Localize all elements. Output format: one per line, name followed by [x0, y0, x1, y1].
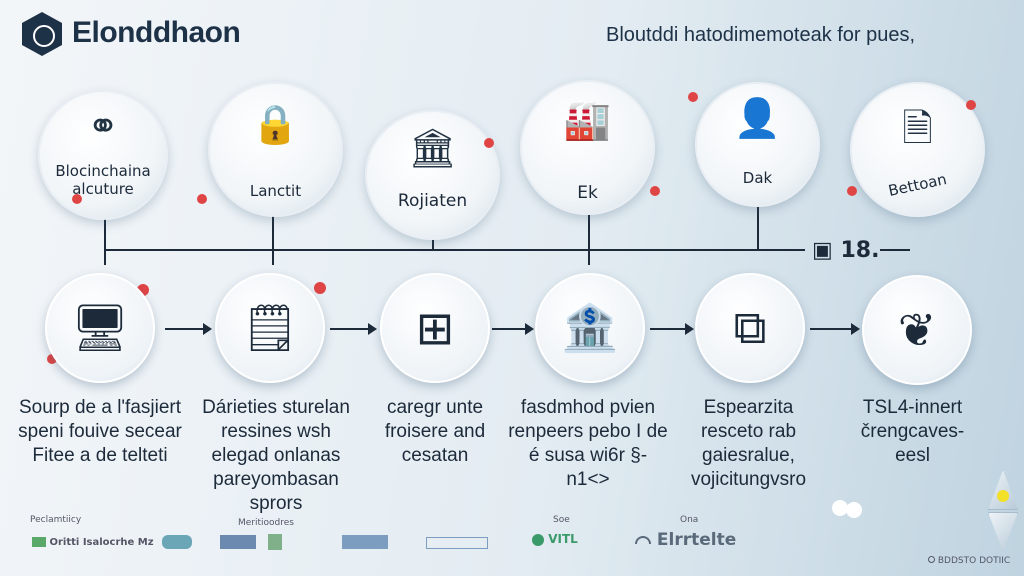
partner-name: Oritti Isalocrhe Mz — [49, 537, 154, 548]
top-node-label: Dak — [742, 169, 773, 187]
step-description: Sourp de a l'fasjiert speni fouive secea… — [18, 397, 182, 466]
partner-logo-badge — [635, 536, 651, 544]
step-description: caregr unte froisere and cesatan — [384, 397, 486, 466]
step-circle-3[interactable]: ⊞ — [380, 273, 490, 383]
partner-logo — [342, 535, 388, 549]
connector-line — [104, 215, 106, 265]
connector-line — [272, 210, 274, 265]
partner-logo: Oritti Isalocrhe Mz — [32, 537, 154, 548]
link-icon: ⚭ — [87, 104, 119, 148]
brand-logo-icon — [22, 12, 62, 56]
plus-icon: ⊞ — [415, 301, 455, 355]
arrow-right — [650, 323, 694, 335]
top-node-label: Ek — [577, 183, 598, 203]
step-description: Espearzita resceto rab gaiesralue, vojic… — [690, 397, 807, 490]
coin-icon — [966, 100, 976, 110]
top-node-lanctit[interactable]: 🔒 Lanctit — [208, 82, 343, 217]
gem-icon — [997, 490, 1009, 502]
step-description: Dárieties sturelan ressines wsh elegad o… — [202, 397, 350, 514]
connector-line — [432, 232, 434, 250]
footer-label: Peclamtiicy — [30, 515, 82, 525]
coin-icon — [650, 186, 660, 196]
footer-label: Ona — [680, 515, 699, 525]
tagline: Bloutddi hatodimemoteak for pues, — [606, 24, 916, 46]
lock-icon: 🔒 — [251, 102, 300, 146]
step-circle-2[interactable]: 🗒 — [215, 273, 325, 383]
computer-icon: 🖥 — [70, 300, 130, 355]
building-icon: 🏛 — [408, 126, 457, 170]
top-node-label: Lanctit — [249, 182, 302, 200]
documents-icon: 🗎 — [902, 106, 933, 150]
crystal-icon — [988, 512, 1018, 552]
coin-icon — [314, 282, 326, 294]
partner-name: BDDSTO DOTIIC — [937, 556, 1011, 566]
coin-icon — [47, 354, 57, 364]
top-node-bettoan[interactable]: 🗎 Bettoan — [850, 82, 985, 217]
step-circle-4[interactable]: 🏦 — [535, 273, 645, 383]
arrow-right — [330, 323, 377, 335]
counter-value: 18. — [840, 238, 880, 263]
bank-icon: 🏦 — [561, 300, 619, 355]
person-icon: 👤 — [733, 96, 782, 140]
step-circle-1[interactable]: 🖥 — [45, 273, 155, 383]
coin-icon — [72, 194, 82, 204]
partner-name: Elrrtelte — [656, 530, 737, 550]
connector-line — [757, 200, 759, 250]
partner-logo: VITL — [532, 532, 578, 546]
coin-icon — [484, 138, 494, 148]
top-node-label: Blocinchaina alcuture — [55, 162, 151, 198]
brand-name: Elonddhaon — [72, 16, 241, 49]
factory-icon: 🏭 — [563, 98, 612, 142]
coin-icon — [197, 194, 207, 204]
top-node-rojiaten[interactable]: 🏛 Rojiaten — [365, 110, 500, 240]
arrow-right — [492, 323, 534, 335]
partner-logo-badge — [532, 533, 544, 546]
partner-logo: Elrrtelte — [635, 530, 736, 550]
partner-logo-badge — [32, 537, 46, 547]
step-description: fasdmhod pvien renpeers pebo I de é susa… — [508, 397, 668, 490]
partner-logo — [426, 537, 488, 549]
connector-line — [880, 249, 910, 251]
footer-label: Meritioodres — [238, 518, 294, 528]
coin-icon — [688, 92, 698, 102]
footer-label: Soe — [553, 515, 570, 525]
flower-icon — [832, 500, 848, 516]
top-node-label: Bettoan — [886, 170, 949, 200]
partner-logo — [220, 535, 256, 549]
top-node-label: Rojiaten — [397, 191, 468, 211]
footer-credit: BDDSTO DOTIIC — [928, 556, 1010, 566]
step-circle-6[interactable]: ❦ — [862, 275, 972, 385]
connector-line — [105, 249, 805, 251]
step-circle-5[interactable]: ⧉ — [695, 273, 805, 383]
step-description: TSL4-innert črengcaves-eesl — [860, 397, 965, 466]
top-node-dak[interactable]: 👤 Dak — [695, 82, 820, 207]
credit-badge — [928, 556, 935, 563]
document-icon: 🗒 — [240, 300, 300, 355]
partner-name: VITL — [548, 532, 578, 546]
arrow-right — [165, 323, 212, 335]
arrow-right — [810, 323, 860, 335]
top-node-blockchain[interactable]: ⚭ Blocinchaina alcuture — [38, 90, 168, 220]
cubes-icon: ⧉ — [733, 300, 767, 354]
top-node-ek[interactable]: 🏭 Ek — [520, 80, 655, 215]
coin-icon — [847, 186, 857, 196]
partner-logo — [162, 535, 192, 549]
counter-label: ▣ 18. — [812, 238, 880, 263]
partner-logo — [268, 534, 282, 550]
plant-icon: ❦ — [897, 303, 937, 357]
connector-line — [588, 215, 590, 265]
